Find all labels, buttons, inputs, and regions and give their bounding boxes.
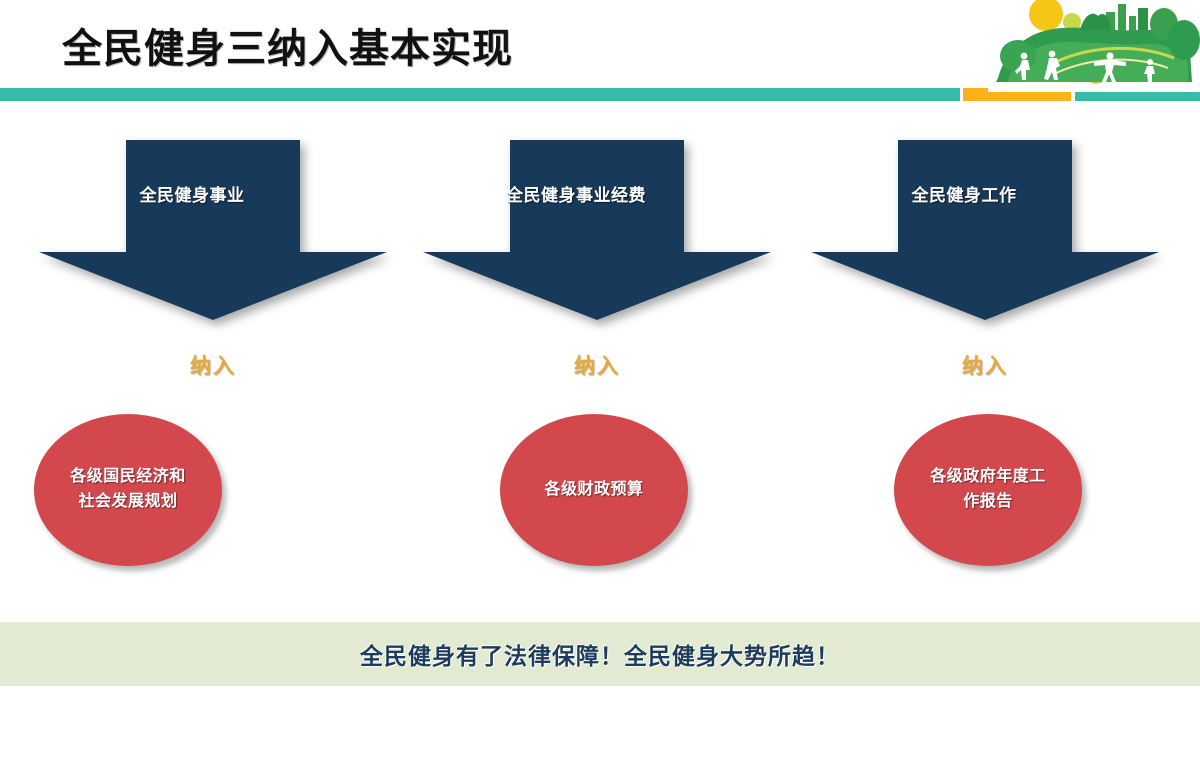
down-arrow-shape-icon bbox=[811, 140, 1159, 320]
down-arrow-1: 全民健身事业 bbox=[18, 140, 408, 320]
down-arrow-3: 全民健身工作 bbox=[790, 140, 1180, 320]
target-label-1: 各级国民经济和社会发展规划 bbox=[70, 468, 186, 510]
conclusion-banner: 全民健身有了法律保障！全民健身大势所趋！ bbox=[0, 622, 1200, 686]
down-arrow-2: 全民健身事业经费 bbox=[402, 140, 792, 320]
target-ellipse-3: 各级政府年度工作报告 bbox=[894, 414, 1082, 566]
target-label-3: 各级政府年度工作报告 bbox=[930, 468, 1046, 510]
down-arrow-shape-icon bbox=[423, 140, 771, 320]
slide-header: 全民健身三纳入基本实现 bbox=[0, 0, 1200, 104]
target-label-2: 各级财政预算 bbox=[544, 480, 644, 498]
header-divider-teal-left bbox=[0, 88, 960, 101]
diagram-column-1: 全民健身事业 纳入 各级国民经济和社会发展规划 bbox=[18, 104, 408, 614]
diagram-columns: 全民健身事业 纳入 各级国民经济和社会发展规划 全民健身事业经费 纳入 各级财政… bbox=[0, 104, 1200, 614]
diagram-column-2: 全民健身事业经费 纳入 各级财政预算 bbox=[402, 104, 792, 614]
target-ellipse-1: 各级国民经济和社会发展规划 bbox=[34, 414, 222, 566]
target-ellipse-2: 各级财政预算 bbox=[500, 414, 688, 566]
page-title: 全民健身三纳入基本实现 bbox=[62, 27, 513, 71]
connector-label-1: 纳入 bbox=[190, 355, 236, 378]
conclusion-banner-text: 全民健身有了法律保障！全民健身大势所趋！ bbox=[360, 643, 840, 669]
diagram-column-3: 全民健身工作 纳入 各级政府年度工作报告 bbox=[790, 104, 1180, 614]
connector-label-2: 纳入 bbox=[574, 355, 620, 378]
down-arrow-shape-icon bbox=[39, 140, 387, 320]
connector-label-3: 纳入 bbox=[962, 355, 1008, 378]
slide-footer-space bbox=[0, 686, 1200, 761]
fitness-landscape-logo-icon bbox=[988, 0, 1200, 92]
